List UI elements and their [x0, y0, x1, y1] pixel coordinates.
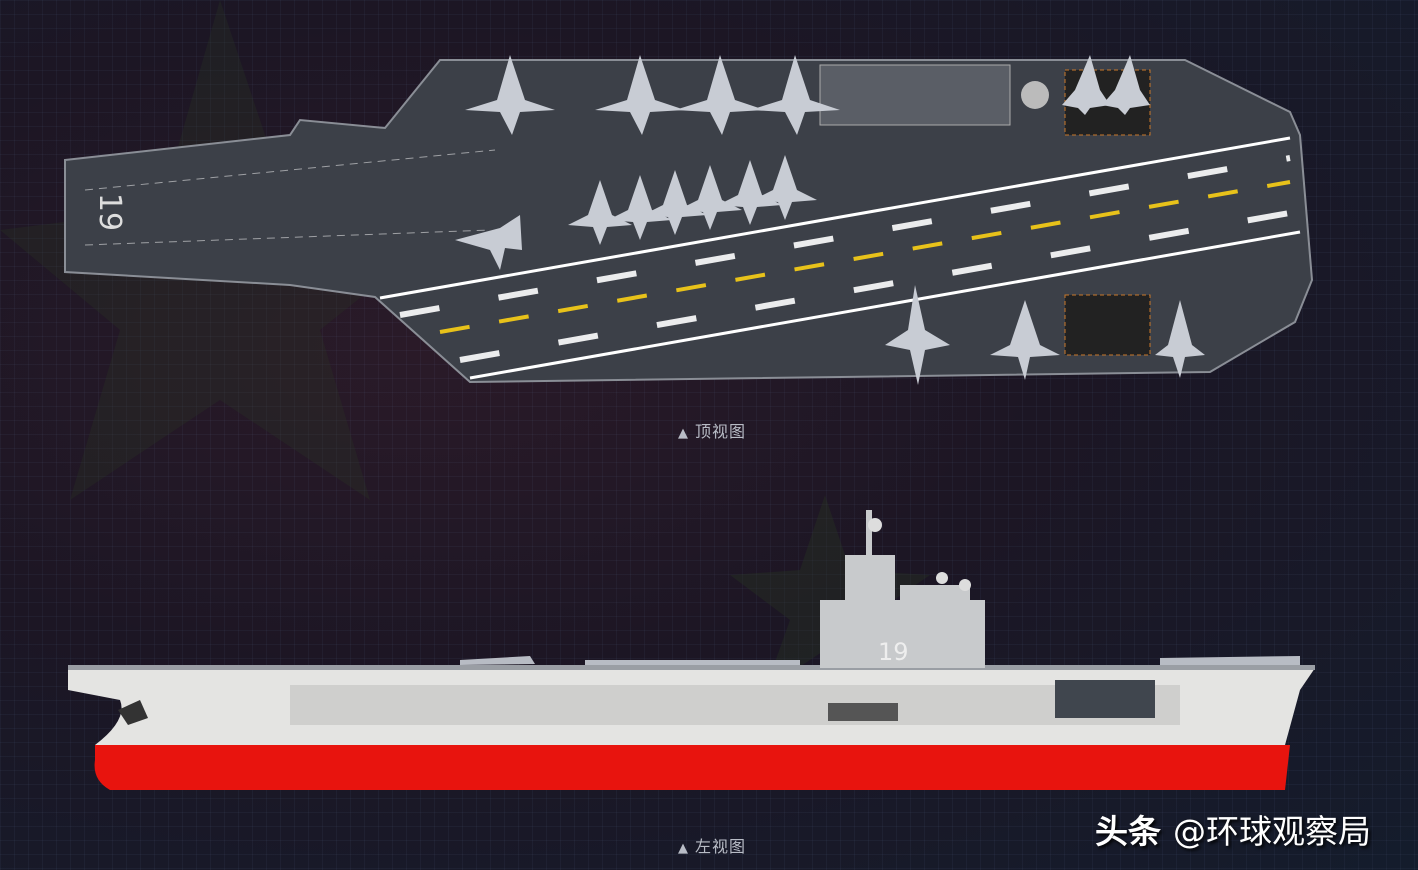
top-view-caption: ▲ 顶视图 [678, 418, 746, 442]
bow-emblem [118, 700, 148, 725]
angled-deck [379, 136, 1301, 380]
background-star-small [730, 495, 930, 690]
watermark-handle: @环球观察局 [1173, 812, 1371, 851]
rudder [1225, 755, 1250, 790]
elevator-fwd [1064, 294, 1151, 356]
watermark: 头条 @环球观察局 [1095, 805, 1371, 853]
top-view-caption-text: 顶视图 [695, 422, 747, 441]
side-view-caption: ▲ 左视图 [678, 833, 746, 857]
triangle-marker-icon: ▲ [678, 426, 689, 441]
side-view-caption-text: 左视图 [695, 837, 747, 856]
triangle-marker-icon: ▲ [678, 841, 689, 856]
side-view-carrier: 19 [68, 510, 1315, 790]
island-side [820, 510, 985, 668]
top-view-carrier: 19 [64, 55, 1314, 385]
island-hull-number: 19 [878, 638, 909, 666]
parked-aircraft [455, 55, 1205, 385]
flight-deck [64, 59, 1314, 384]
watermark-brand: 头条 [1095, 812, 1161, 851]
hull-lower-red [94, 745, 1291, 790]
island-top [819, 64, 1011, 126]
deck-aircraft-side [460, 656, 1300, 665]
deck-hull-number: 19 [92, 193, 127, 231]
